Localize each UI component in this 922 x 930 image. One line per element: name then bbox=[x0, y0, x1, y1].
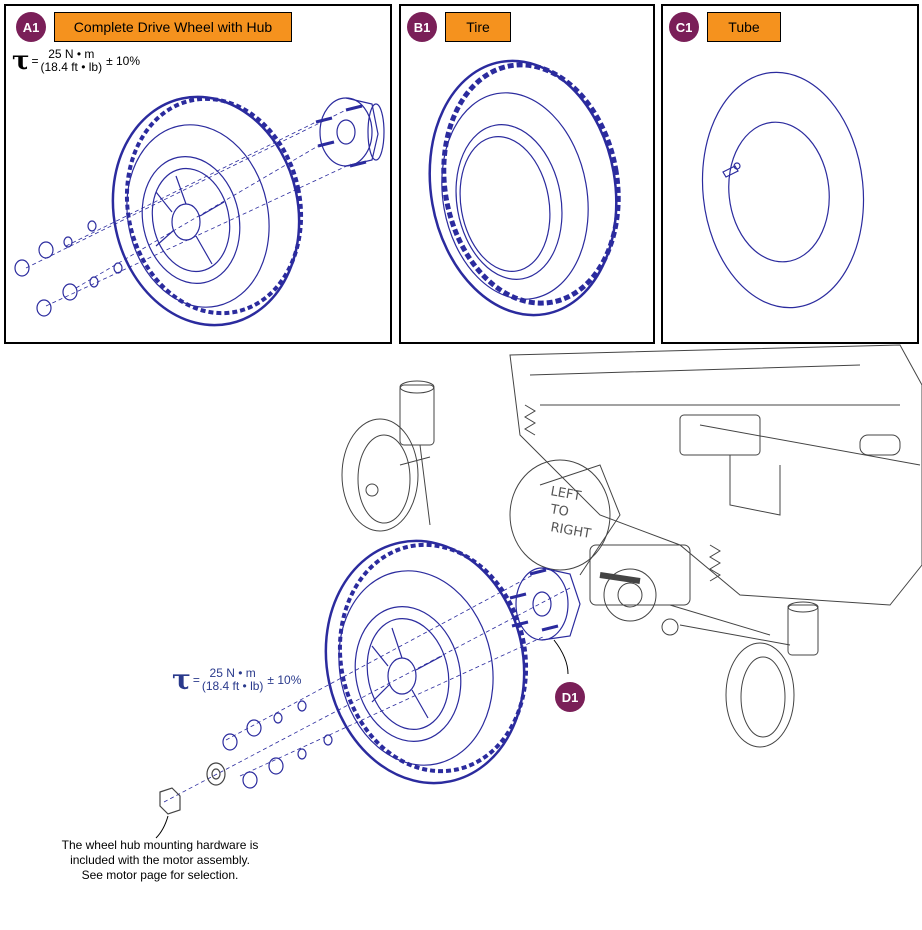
hardware-note-line: The wheel hub mounting hardware is bbox=[61, 838, 259, 852]
panel-a1-torque-spec: τ = 25 N • m (18.4 ft • lb) ± 10% bbox=[12, 48, 140, 74]
torque-symbol: τ bbox=[172, 663, 191, 696]
panel-tube: C1 Tube bbox=[661, 4, 919, 344]
tire-illustration bbox=[428, 59, 621, 317]
torque-metric: 25 N • m bbox=[209, 666, 256, 681]
torque-equals: = bbox=[31, 54, 39, 68]
hardware-note: The wheel hub mounting hardware is inclu… bbox=[30, 838, 290, 883]
torque-metric: 25 N • m bbox=[48, 47, 95, 62]
panel-a1-label: Complete Drive Wheel with Hub bbox=[54, 12, 292, 42]
panel-b1-badge: B1 bbox=[407, 12, 437, 42]
drive-wheel-exploded-illustration bbox=[14, 95, 385, 327]
panel-tire: B1 Tire bbox=[399, 4, 655, 344]
panel-a1-badge: A1 bbox=[16, 12, 46, 42]
svg-text:TO: TO bbox=[548, 502, 570, 520]
callout-d1-badge: D1 bbox=[555, 682, 585, 712]
main-torque-spec: τ = 25 N • m (18.4 ft • lb) ± 10% bbox=[172, 666, 301, 694]
svg-text:RIGHT: RIGHT bbox=[549, 520, 592, 542]
svg-text:LEFT: LEFT bbox=[549, 484, 582, 504]
torque-imperial: (18.4 ft • lb) bbox=[201, 679, 264, 693]
main-drive-wheel-exploded-illustration bbox=[155, 539, 581, 839]
torque-tolerance: ± 10% bbox=[267, 673, 302, 687]
panel-c1-label: Tube bbox=[707, 12, 781, 42]
panel-complete-drive-wheel: A1 Complete Drive Wheel with Hub τ = 25 … bbox=[4, 4, 392, 344]
torque-tolerance: ± 10% bbox=[106, 54, 141, 68]
torque-equals: = bbox=[192, 673, 200, 687]
panel-b1-label: Tire bbox=[445, 12, 511, 42]
tube-illustration bbox=[701, 71, 865, 309]
hardware-note-line: included with the motor assembly. bbox=[70, 853, 250, 867]
torque-imperial: (18.4 ft • lb) bbox=[40, 60, 103, 74]
torque-symbol: τ bbox=[12, 46, 30, 76]
chassis-assembly-illustration: LEFT TO RIGHT bbox=[341, 344, 922, 748]
panel-c1-badge: C1 bbox=[669, 12, 699, 42]
hardware-note-line: See motor page for selection. bbox=[81, 868, 239, 882]
